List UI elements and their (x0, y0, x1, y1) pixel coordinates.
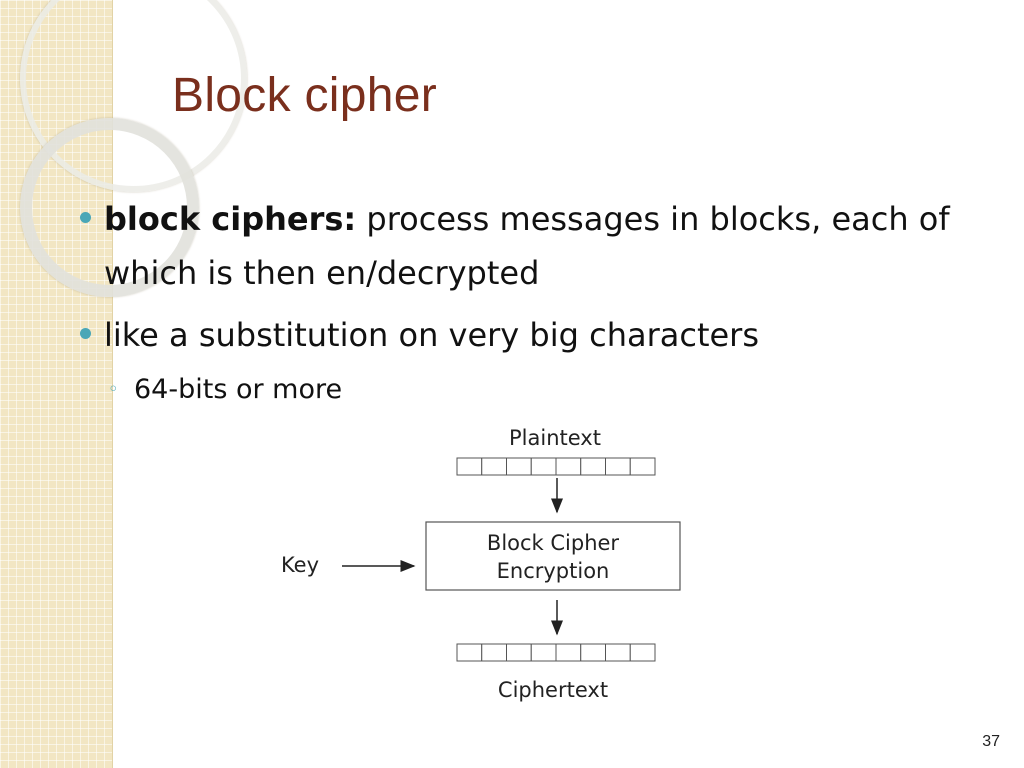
bullet-text: process messages in blocks, each of whic… (104, 200, 950, 292)
plaintext-block-cells (456, 457, 656, 476)
plaintext-cell (530, 457, 557, 476)
plaintext-cell (456, 457, 483, 476)
encryption-box (425, 521, 681, 591)
slide-title: Block cipher (172, 69, 438, 122)
ciphertext-cell (506, 643, 532, 662)
plaintext-cell (481, 457, 507, 476)
bullet-dot-icon (80, 212, 91, 223)
ciphertext-cell (530, 643, 557, 662)
page-number: 37 (982, 733, 1000, 750)
ciphertext-block-cells (456, 643, 656, 662)
ciphertext-cell (456, 643, 483, 662)
plaintext-cell (555, 457, 582, 476)
plaintext-cell (605, 457, 631, 476)
bullet-item: block ciphers: process messages in block… (78, 192, 958, 300)
bullet-list: block ciphers: process messages in block… (78, 192, 958, 410)
sub-bullet-text: 64-bits or more (134, 374, 343, 405)
sub-bullet-circle-icon: ◦ (108, 379, 119, 400)
plaintext-cell (629, 457, 656, 476)
sub-bullet-item: ◦ 64-bits or more (78, 370, 958, 410)
plaintext-cell (506, 457, 532, 476)
ciphertext-cell (580, 643, 606, 662)
ciphertext-cell (605, 643, 631, 662)
key-label: Key (281, 553, 319, 577)
ciphertext-cell (555, 643, 582, 662)
bullet-dot-icon (80, 328, 91, 339)
ciphertext-cell (481, 643, 507, 662)
ciphertext-cell (629, 643, 656, 662)
bullet-term: block ciphers: (104, 200, 357, 238)
plaintext-label: Plaintext (509, 426, 601, 450)
encryption-box-line1: Block Cipher (487, 531, 620, 555)
encryption-box-line2: Encryption (497, 559, 610, 583)
bullet-text: like a substitution on very big characte… (104, 316, 759, 354)
bullet-item: like a substitution on very big characte… (78, 308, 958, 362)
ciphertext-label: Ciphertext (498, 678, 608, 702)
plaintext-cell (580, 457, 606, 476)
